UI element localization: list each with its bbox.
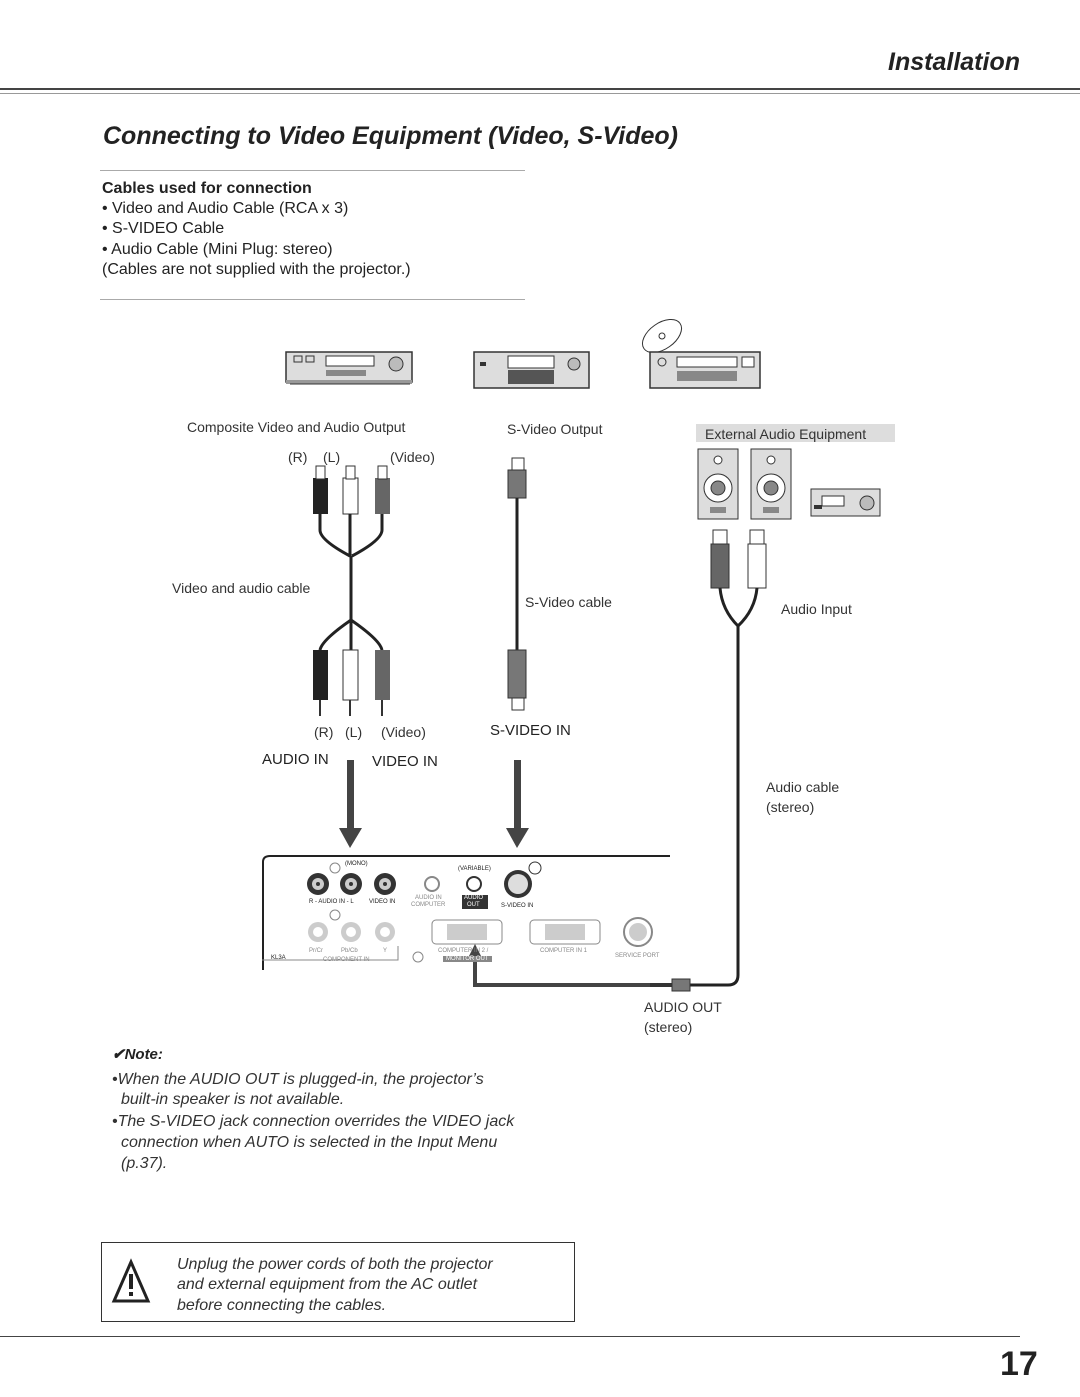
panel-pb-label: Pb/Cb: [341, 948, 358, 954]
cd-player-icon: [641, 318, 761, 389]
panel-computer-in-1-label: COMPUTER IN 1: [540, 948, 588, 954]
cables-bottom-rule: [100, 299, 525, 300]
svideo-cable: [507, 457, 527, 711]
audio-out-path: [468, 944, 650, 987]
speaker-icon: [697, 448, 739, 520]
panel-audio-out-label: AUDIO: [464, 895, 484, 901]
cable-item: • S-VIDEO Cable: [102, 220, 225, 237]
video-label: (Video): [381, 724, 426, 740]
cables-title: Cables used for connection: [102, 180, 312, 197]
warning-line: and external equipment from the AC outle…: [177, 1276, 478, 1293]
audio-out-label: AUDIO OUT: [644, 999, 722, 1015]
l-label: (L): [345, 724, 363, 740]
header-rule-thin: [0, 93, 1080, 94]
note-line: connection when AUTO is selected in the …: [121, 1134, 498, 1151]
panel-video-in-label: VIDEO IN: [369, 899, 396, 905]
panel-component-in-label: COMPONENT IN: [323, 957, 370, 963]
note-line: (p.37).: [121, 1155, 168, 1172]
panel-audio-out-label-2: OUT: [467, 902, 480, 908]
rca-plugs-bottom: [313, 649, 390, 716]
audio-out-stereo-label: (stereo): [644, 1019, 693, 1035]
video-in-label: VIDEO IN: [372, 753, 438, 770]
page-heading: Connecting to Video Equipment (Video, S-…: [103, 122, 678, 150]
header-rule: [0, 88, 1080, 90]
note-line: built-in speaker is not available.: [121, 1091, 345, 1108]
svideo-output-label: S-Video Output: [507, 421, 603, 437]
panel-variable-label: (VARIABLE): [458, 866, 491, 872]
warning-line: before connecting the cables.: [177, 1297, 387, 1314]
warning-box: [101, 1242, 575, 1322]
svideo-deck-icon: [473, 351, 590, 389]
speaker-icon: [750, 448, 792, 520]
panel-pr-label: Pr/Cr: [309, 948, 323, 954]
cable-item: • Video and Audio Cable (RCA x 3): [102, 200, 349, 217]
panel-y-label: Y: [383, 948, 388, 954]
projector-terminal-panel: [262, 855, 670, 970]
rca-plugs-top: [313, 465, 390, 651]
note-line: •When the AUDIO OUT is plugged-in, the p…: [112, 1071, 484, 1088]
warning-line: Unplug the power cords of both the proje…: [177, 1256, 493, 1273]
panel-computer-in-2-label: COMPUTER IN 2 /: [438, 948, 489, 954]
video-label: (Video): [390, 449, 435, 465]
panel-svideo-in-label: S-VIDEO IN: [501, 903, 534, 909]
external-audio-box: [696, 424, 895, 442]
external-audio-label: External Audio Equipment: [705, 426, 867, 442]
panel-model-label: KL3A: [271, 955, 286, 961]
audio-input-label: Audio Input: [781, 601, 852, 617]
video-audio-cable-label: Video and audio cable: [172, 580, 311, 596]
l-label: (L): [323, 449, 341, 465]
composite-output-label: Composite Video and Audio Output: [187, 419, 406, 435]
cables-top-rule: [100, 170, 525, 171]
footer-rule: [0, 1336, 1020, 1337]
svideo-cable-label: S-Video cable: [525, 594, 612, 610]
section-title: Installation: [888, 48, 1020, 76]
arrow-down-icon: [339, 760, 362, 848]
audio-cable-label: Audio cable: [766, 779, 840, 795]
warning-triangle-icon: [111, 1258, 151, 1303]
panel-computer-label: COMPUTER: [411, 902, 446, 908]
panel-audio-in-label: AUDIO IN: [415, 895, 442, 901]
panel-monitor-out-label: MONITOR OUT: [443, 956, 492, 962]
cable-note: (Cables are not supplied with the projec…: [102, 261, 411, 278]
audio-cable: [650, 529, 767, 992]
audio-in-label: AUDIO IN: [262, 751, 329, 768]
panel-mono-label: (MONO): [345, 861, 368, 867]
page-number: 17: [1000, 1345, 1038, 1383]
r-label: (R): [288, 449, 308, 465]
note-line: •The S-VIDEO jack connection overrides t…: [112, 1113, 515, 1130]
cable-item: • Audio Cable (Mini Plug: stereo): [102, 241, 333, 258]
arrow-down-icon: [506, 760, 529, 848]
panel-service-port-label: SERVICE PORT: [615, 953, 660, 959]
amplifier-icon: [810, 488, 881, 517]
note-title: ✔Note:: [112, 1046, 163, 1063]
svideo-in-label: S-VIDEO IN: [490, 722, 571, 739]
audio-cable-stereo-label: (stereo): [766, 799, 815, 815]
vcr-device-icon: [285, 351, 413, 385]
r-label: (R): [314, 724, 334, 740]
panel-r-audio-in-l-label: R - AUDIO IN - L: [309, 899, 354, 905]
